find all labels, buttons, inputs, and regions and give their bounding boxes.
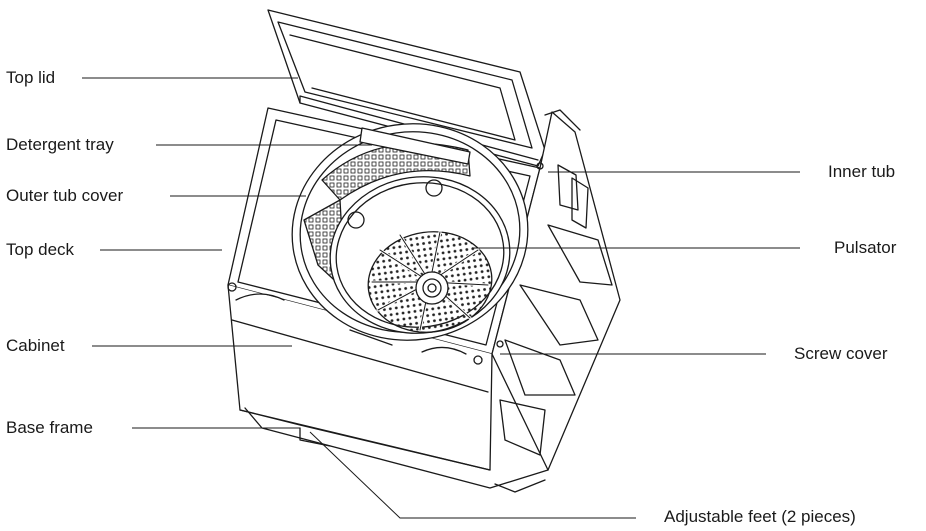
label-cabinet: Cabinet (6, 336, 65, 355)
label-pulsator: Pulsator (834, 238, 897, 257)
label-adjustable-feet: Adjustable feet (2 pieces) (664, 507, 856, 526)
pulsator-drawing (367, 230, 493, 333)
label-screw-cover: Screw cover (794, 344, 888, 363)
leader-adjustable-feet (309, 431, 636, 519)
detergent-tray-drawing (359, 127, 471, 165)
label-detergent-tray: Detergent tray (6, 135, 114, 154)
label-outer-tub-cover: Outer tub cover (6, 186, 124, 205)
top-lid-drawing (267, 9, 546, 167)
label-base-frame: Base frame (6, 418, 93, 437)
label-top-deck: Top deck (6, 240, 75, 259)
label-top-lid: Top lid (6, 68, 56, 87)
label-inner-tub: Inner tub (828, 162, 896, 181)
